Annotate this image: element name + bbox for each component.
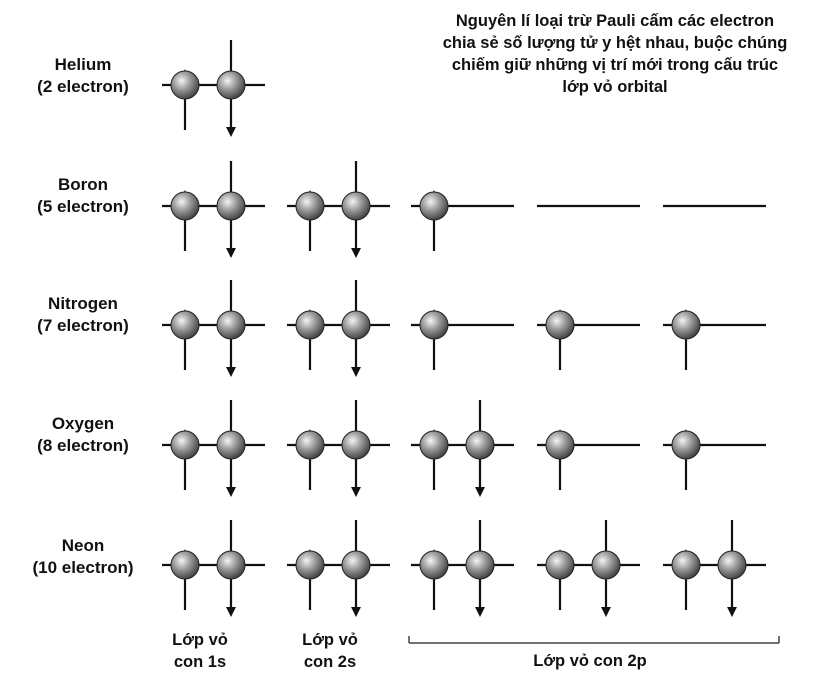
orbital	[411, 520, 514, 617]
electron	[419, 550, 449, 580]
electron	[341, 430, 371, 460]
element-label-boron: Boron (5 electron)	[8, 174, 158, 218]
electron	[216, 191, 246, 221]
electron	[341, 310, 371, 340]
electron-count: (7 electron)	[37, 316, 129, 335]
electron	[216, 550, 246, 580]
subshell-2s-label: Lớp vỏ con 2s	[302, 631, 358, 671]
electron	[216, 310, 246, 340]
orbital	[287, 400, 390, 497]
electron	[170, 191, 200, 221]
electron	[341, 191, 371, 221]
electron	[170, 310, 200, 340]
orbital	[287, 520, 390, 617]
subshell-2p-bracket	[408, 636, 780, 644]
subshell-2p-label: Lớp vỏ con 2p	[533, 652, 647, 670]
electron	[545, 310, 575, 340]
orbital	[411, 190, 514, 251]
electron	[671, 550, 701, 580]
electron	[545, 430, 575, 460]
orbital	[287, 161, 390, 258]
element-label-helium: Helium (2 electron)	[8, 54, 158, 98]
electron-count: (2 electron)	[37, 77, 129, 96]
electron	[465, 430, 495, 460]
element-label-nitrogen: Nitrogen (7 electron)	[8, 293, 158, 337]
electron	[295, 310, 325, 340]
electron	[591, 550, 621, 580]
electron-count: (5 electron)	[37, 197, 129, 216]
electron	[419, 310, 449, 340]
electron	[295, 191, 325, 221]
orbital	[411, 309, 514, 370]
electron	[465, 550, 495, 580]
orbital	[663, 309, 766, 370]
element-name: Helium	[54, 55, 112, 74]
electron	[671, 430, 701, 460]
electron-count: (10 electron)	[32, 558, 134, 577]
orbital	[162, 280, 265, 377]
orbital	[411, 400, 514, 497]
electron	[170, 550, 200, 580]
electron	[216, 70, 246, 100]
orbital	[162, 40, 265, 137]
electron	[545, 550, 575, 580]
orbital	[663, 520, 766, 617]
orbital	[537, 520, 640, 617]
electron	[717, 550, 747, 580]
pauli-exclusion-note: Nguyên lí loại trừ Pauli cấm các electro…	[442, 12, 788, 96]
electron	[419, 191, 449, 221]
element-label-oxygen: Oxygen (8 electron)	[8, 413, 158, 457]
electron	[170, 70, 200, 100]
orbital	[287, 280, 390, 377]
electron	[170, 430, 200, 460]
orbital-layer	[162, 40, 766, 617]
element-name: Oxygen	[51, 414, 115, 433]
electron	[419, 430, 449, 460]
element-label-neon: Neon (10 electron)	[8, 535, 158, 579]
element-name: Nitrogen	[48, 294, 118, 313]
orbital	[162, 400, 265, 497]
electron	[295, 430, 325, 460]
electron-count: (8 electron)	[37, 436, 129, 455]
orbital	[162, 161, 265, 258]
subshell-1s-label: Lớp vỏ con 1s	[172, 631, 228, 671]
orbital	[162, 520, 265, 617]
electron	[341, 550, 371, 580]
electron	[295, 550, 325, 580]
orbital	[537, 429, 640, 490]
element-name: Neon	[61, 536, 105, 555]
orbital	[663, 429, 766, 490]
element-name: Boron	[57, 175, 109, 194]
orbital	[537, 309, 640, 370]
electron	[216, 430, 246, 460]
electron	[671, 310, 701, 340]
